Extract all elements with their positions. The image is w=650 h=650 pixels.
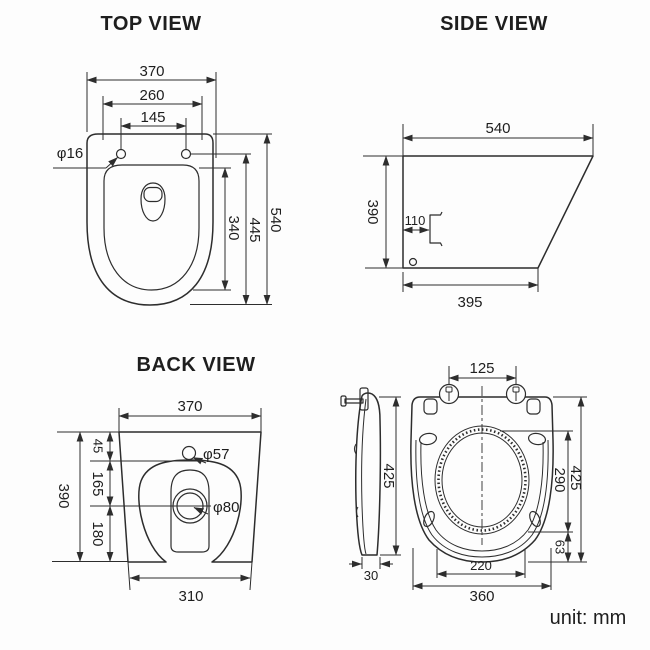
unit-note: unit: mm [550, 607, 627, 629]
back-dim-inlet-diameter: φ57 [192, 446, 229, 465]
seat-dim-overall-width: 360 [412, 548, 552, 605]
seat-dim-opening-length-label: 290 [551, 467, 568, 492]
back-dim-base-width: 310 [129, 574, 251, 605]
seat-fixing-hole-left [115, 148, 127, 160]
side-dim-bottom-depth-label: 395 [457, 294, 482, 311]
back-dim-inlet-to-outlet: 165 [89, 460, 114, 507]
side-view: SIDE VIEW 540 390 110 395 [363, 13, 594, 311]
seat-fixing-hole-right [180, 148, 192, 160]
side-dim-fixing-offset: 110 [402, 213, 430, 234]
seat-rim-line-1 [415, 439, 549, 558]
top-view-bowl-outline [86, 133, 214, 306]
seat-slot-upper-right [527, 432, 547, 446]
side-view-fixing-hole [408, 257, 418, 267]
back-dim-inlet-to-outlet-label: 165 [89, 471, 106, 496]
top-dim-overall-length-label: 540 [267, 207, 284, 232]
top-dim-overall-length: 540 [263, 133, 284, 305]
seat-profile-bumper-bottom [355, 506, 359, 518]
back-dim-outlet-diameter: φ80 [193, 499, 239, 516]
top-view-seat-rim-outline [103, 164, 200, 291]
water-inlet-hole [181, 445, 197, 461]
seat-dim-opening-width-label: 220 [470, 558, 492, 573]
back-view: BACK VIEW 370 390 45 [52, 354, 262, 605]
top-view: TOP VIEW 370 260 145 [53, 13, 284, 306]
seat-side-profile [340, 387, 382, 556]
top-dim-rim-width: 260 [102, 87, 203, 140]
side-dim-height: 390 [363, 155, 403, 269]
side-dim-bottom-depth: 395 [402, 268, 539, 311]
back-dim-overall-width: 370 [118, 398, 262, 432]
side-view-body [402, 155, 594, 269]
seat-slot-lower-left [423, 510, 435, 528]
top-dim-rim-width-label: 260 [139, 87, 164, 104]
back-dim-inlet-diameter-label: φ57 [203, 446, 229, 463]
top-dim-overall-width: 370 [86, 63, 217, 158]
ext-base-left [127, 561, 131, 591]
back-view-trapway [170, 469, 210, 553]
back-dim-base-width-label: 310 [178, 588, 203, 605]
seat-hinge-screw-left [445, 386, 453, 401]
seat-top-view [410, 383, 554, 563]
seat-dim-profile-length-label: 425 [380, 463, 397, 488]
seat-dim-profile-thickness-label: 30 [364, 568, 378, 583]
seat-dim-hinge-spacing: 125 [448, 360, 517, 384]
top-dim-hole-diameter-label: φ16 [57, 145, 83, 162]
side-view-fixing-bracket [429, 211, 443, 247]
seat-dim-overall-length-label: 425 [567, 465, 584, 490]
seat-slot-lower-right [529, 510, 541, 528]
top-view-title: TOP VIEW [100, 13, 201, 35]
seat-dim-overall-length: 425 [567, 396, 585, 563]
seat-dim-profile-thickness: 30 [349, 557, 393, 583]
seat-tab-left [423, 398, 438, 415]
back-dim-inlet-top-offset: 45 [90, 431, 114, 462]
seat-dim-opening-width: 220 [436, 549, 526, 578]
back-dim-height-label: 390 [55, 483, 72, 508]
seat-slot-upper-left [418, 432, 438, 446]
back-dim-outlet-diameter-label: φ80 [213, 499, 239, 516]
side-view-title: SIDE VIEW [440, 13, 548, 35]
seat-dim-opening-length: 290 [551, 430, 572, 533]
back-dim-overall-width-label: 370 [177, 398, 202, 415]
top-dim-holes-to-front: 445 [242, 153, 263, 305]
seat-opening-outer [434, 425, 530, 535]
top-dim-holes-to-front-label: 445 [246, 217, 263, 242]
hinge-pin [344, 398, 364, 404]
top-dim-overall-width-label: 370 [139, 63, 164, 80]
seat-dim-opening-to-front-label: 63 [552, 540, 567, 554]
top-dim-inner-length: 340 [221, 167, 242, 291]
back-dim-inlet-top-offset-label: 45 [90, 439, 105, 453]
seat-view: 425 30 [340, 360, 587, 605]
seat-dim-hinge-spacing-label: 125 [469, 360, 494, 377]
top-dim-hole-diameter: φ16 [53, 145, 118, 169]
back-dim-height: 390 [55, 431, 84, 562]
top-view-flush-inner [143, 186, 163, 203]
seat-hinge-screw-right [512, 386, 520, 401]
seat-dim-profile-length: 425 [379, 396, 401, 556]
back-view-title: BACK VIEW [137, 354, 256, 376]
side-dim-top-depth: 540 [402, 120, 594, 156]
top-view-flush-opening [140, 182, 166, 222]
seat-tab-right [526, 398, 541, 415]
seat-profile-bumper-top [353, 443, 357, 455]
top-dim-inner-length-label: 340 [225, 215, 242, 240]
seat-dim-overall-width-label: 360 [469, 588, 494, 605]
seat-profile-inner-line [361, 398, 367, 555]
back-dim-outlet-height: 180 [89, 505, 114, 562]
top-dim-hole-spacing-label: 145 [140, 109, 165, 126]
hinge-bracket [359, 387, 369, 411]
seat-dim-opening-to-front: 63 [552, 531, 572, 563]
top-dim-hole-spacing: 145 [120, 109, 187, 149]
seat-outline [410, 396, 554, 563]
side-dim-fixing-offset-label: 110 [405, 213, 426, 228]
hinge-knob [340, 395, 347, 407]
seat-profile-outline [355, 392, 382, 556]
back-dim-outlet-height-label: 180 [89, 521, 106, 546]
side-dim-height-label: 390 [364, 199, 381, 224]
seat-rim-line-2 [420, 441, 544, 552]
side-dim-top-depth-label: 540 [485, 120, 510, 137]
ext-base-right [249, 561, 253, 591]
